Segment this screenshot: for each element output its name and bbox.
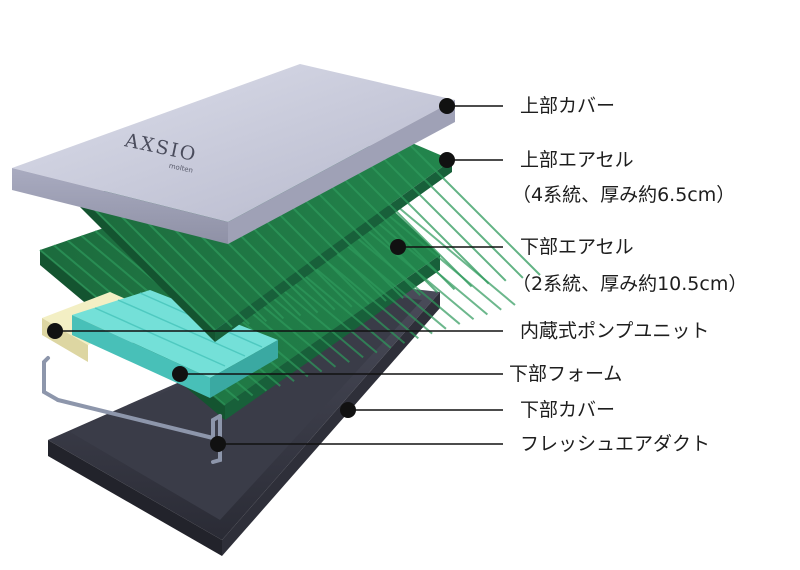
callout-dot-bottom-cover: [340, 402, 356, 418]
callout-label-lower-air-cell: 下部エアセル: [520, 236, 634, 258]
top-cover-shape: [12, 64, 455, 244]
air-cell-rib: [370, 145, 507, 282]
air-cell-rib: [352, 147, 490, 285]
air-cell-rib: [387, 142, 524, 279]
callout-label-lower-foam: 下部フォーム: [509, 363, 623, 385]
callout-label-upper-air-cell: 上部エアセル: [520, 149, 634, 171]
callout-dot-upper-air-cell: [439, 152, 455, 168]
callout-dot-fresh-air-duct: [210, 436, 226, 452]
callout-dot-lower-foam: [172, 366, 188, 382]
air-cell-rib: [404, 139, 541, 276]
callout-label-fresh-air-duct: フレッシュエアダクト: [520, 433, 711, 455]
callout-label-pump-unit: 内蔵式ポンプユニット: [520, 320, 710, 342]
callout-detail-upper-air-cell: （4系統、厚み約6.5cm）: [512, 184, 736, 206]
callout-dot-pump-unit: [47, 323, 63, 339]
air-cell-rib: [335, 150, 473, 288]
callout-lines: [55, 105, 503, 445]
callout-dot-lower-air-cell: [390, 239, 406, 255]
callout-label-top-cover: 上部カバー: [520, 95, 616, 117]
callout-label-bottom-cover: 下部カバー: [520, 399, 616, 421]
bottom-cover-shape: [48, 287, 440, 556]
callout-detail-lower-air-cell: （2系統、厚み約10.5cm）: [512, 273, 748, 295]
air-cell-rib: [79, 194, 216, 331]
callout-dot-top-cover: [439, 98, 455, 114]
fresh-air-duct-shape: [42, 356, 222, 464]
